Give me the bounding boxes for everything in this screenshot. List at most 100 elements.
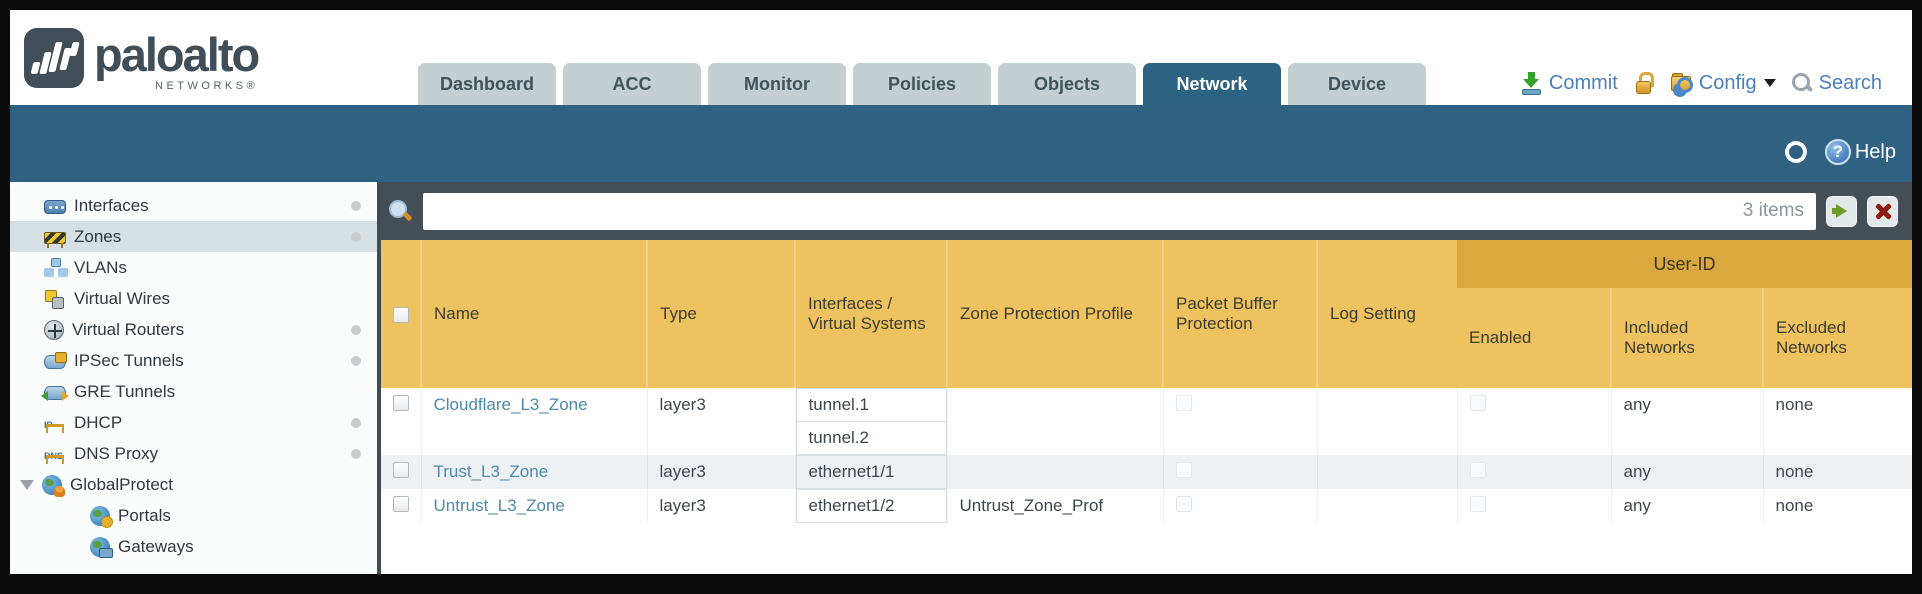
status-dot — [351, 448, 361, 459]
col-header-enabled[interactable]: Enabled — [1457, 288, 1611, 388]
sidebar-item-globalprotect[interactable]: GlobalProtect — [10, 469, 377, 500]
main-nav-tabs: Dashboard ACC Monitor Policies Objects N… — [418, 63, 1433, 105]
gre-tunnels-icon — [41, 386, 69, 401]
table-row: Untrust_L3_Zone layer3 ethernet1/2 Untru… — [381, 489, 1912, 523]
interface-entry[interactable]: tunnel.1 — [795, 388, 947, 422]
collapse-triangle-icon[interactable] — [20, 479, 34, 490]
tab-network[interactable]: Network — [1143, 63, 1281, 105]
zone-name-link[interactable]: Cloudflare_L3_Zone — [433, 395, 588, 414]
zones-content: 3 items — [381, 182, 1912, 574]
sidebar-item-ipsec-tunnels[interactable]: IPSec Tunnels — [10, 345, 377, 376]
zones-icon — [44, 231, 66, 248]
table-row: Cloudflare_L3_Zone layer3 tunnel.1 tunne… — [381, 388, 1912, 455]
col-header-zone-protection-profile[interactable]: Zone Protection Profile — [946, 240, 1163, 388]
col-header-name[interactable]: Name — [420, 240, 647, 388]
sidebar-item-portals[interactable]: Portals — [10, 500, 377, 531]
sidebar-item-interfaces[interactable]: Interfaces — [10, 190, 377, 221]
sidebar-item-label: Virtual Routers — [72, 319, 185, 339]
packet-buffer-checkbox — [1175, 496, 1192, 512]
apply-filter-button[interactable] — [1826, 195, 1857, 227]
row-checkbox[interactable] — [393, 462, 409, 478]
log-setting-cell — [1316, 455, 1457, 489]
tab-acc[interactable]: ACC — [563, 63, 701, 105]
log-setting-cell — [1316, 388, 1457, 455]
sidebar-item-label: GlobalProtect — [70, 474, 173, 494]
item-count: 3 items — [1742, 200, 1804, 221]
ipsec-tunnels-icon — [44, 352, 67, 369]
portals-icon — [90, 505, 113, 528]
tab-objects[interactable]: Objects — [998, 63, 1136, 105]
commit-button[interactable]: Commit — [1520, 71, 1618, 95]
sidebar-item-dhcp[interactable]: IP DHCP — [10, 407, 377, 438]
zone-interfaces-cell: tunnel.1 tunnel.2 — [794, 388, 947, 455]
config-icon — [1670, 71, 1694, 95]
global-search-button[interactable]: Search — [1790, 71, 1882, 95]
interface-entry[interactable]: ethernet1/2 — [795, 489, 947, 523]
sidebar-item-label: VLANs — [74, 257, 127, 277]
interface-entry[interactable]: ethernet1/1 — [795, 455, 947, 489]
filter-input[interactable] — [435, 201, 1743, 221]
sidebar-item-label: DHCP — [74, 412, 123, 432]
tab-device[interactable]: Device — [1288, 63, 1426, 105]
user-id-enabled-checkbox — [1469, 496, 1486, 512]
status-dot — [351, 355, 361, 366]
zone-name-link[interactable]: Untrust_L3_Zone — [433, 496, 565, 515]
refresh-icon[interactable] — [1783, 139, 1809, 165]
col-header-log-setting[interactable]: Log Setting — [1316, 240, 1457, 388]
sidebar-item-label: Portals — [118, 505, 171, 525]
help-button[interactable]: ? Help — [1824, 139, 1896, 165]
user-id-enabled-checkbox — [1469, 462, 1486, 478]
zone-name-link[interactable]: Trust_L3_Zone — [433, 462, 549, 481]
help-label: Help — [1854, 140, 1896, 163]
sidebar-item-gateways[interactable]: Gateways — [10, 531, 377, 562]
tab-policies[interactable]: Policies — [853, 63, 991, 105]
lock-icon[interactable] — [1632, 71, 1656, 95]
user-id-enabled-checkbox — [1469, 395, 1486, 411]
sidebar-item-virtual-routers[interactable]: Virtual Routers — [10, 314, 377, 345]
col-header-included-networks[interactable]: Included Networks — [1610, 288, 1763, 388]
packet-buffer-checkbox — [1175, 462, 1192, 478]
network-sidebar: Interfaces Zones VLANs Virtual Wires — [10, 182, 381, 574]
excluded-networks-cell: none — [1762, 388, 1912, 455]
sidebar-item-zones[interactable]: Zones — [10, 221, 377, 252]
col-header-excluded-networks[interactable]: Excluded Networks — [1762, 288, 1912, 388]
sidebar-item-label: Gateways — [118, 536, 194, 556]
clear-filter-button[interactable] — [1867, 195, 1898, 227]
config-menu-button[interactable]: Config — [1670, 71, 1776, 95]
zone-interfaces-cell: ethernet1/2 — [794, 489, 947, 523]
included-networks-cell: any — [1610, 455, 1763, 489]
sidebar-item-vlans[interactable]: VLANs — [10, 252, 377, 283]
row-checkbox[interactable] — [393, 395, 409, 411]
filter-bar: 3 items — [381, 182, 1912, 240]
log-setting-cell — [1316, 489, 1457, 523]
included-networks-cell: any — [1610, 489, 1763, 523]
filter-input-wrap: 3 items — [423, 192, 1816, 230]
col-header-type[interactable]: Type — [646, 240, 795, 388]
zone-interfaces-cell: ethernet1/1 — [794, 455, 947, 489]
sub-header-band: ? Help — [10, 105, 1912, 182]
brand-wordmark: paloalto — [94, 28, 260, 81]
sidebar-item-gre-tunnels[interactable]: GRE Tunnels — [10, 376, 377, 407]
interface-entry[interactable]: tunnel.2 — [795, 422, 947, 455]
sidebar-item-dns-proxy[interactable]: DNS DNS Proxy — [10, 438, 377, 469]
commit-icon — [1520, 71, 1544, 95]
col-header-interfaces[interactable]: Interfaces / Virtual Systems — [794, 240, 947, 388]
excluded-networks-cell: none — [1762, 489, 1912, 523]
zone-type-cell: layer3 — [646, 489, 795, 523]
config-label: Config — [1698, 71, 1757, 94]
zone-type-cell: layer3 — [646, 455, 795, 489]
search-icon — [1790, 71, 1814, 95]
col-header-packet-buffer-protection[interactable]: Packet Buffer Protection — [1162, 240, 1317, 388]
tab-dashboard[interactable]: Dashboard — [418, 63, 556, 105]
search-label: Search — [1818, 71, 1882, 94]
main-area: Interfaces Zones VLANs Virtual Wires — [10, 182, 1912, 574]
select-all-checkbox[interactable] — [393, 307, 409, 323]
help-icon: ? — [1824, 139, 1851, 165]
filter-search-icon[interactable] — [387, 198, 413, 224]
tab-monitor[interactable]: Monitor — [708, 63, 846, 105]
row-checkbox[interactable] — [393, 496, 409, 512]
sidebar-item-label: DNS Proxy — [74, 443, 159, 463]
sidebar-item-virtual-wires[interactable]: Virtual Wires — [10, 283, 377, 314]
header-select-all-cell — [381, 240, 421, 388]
